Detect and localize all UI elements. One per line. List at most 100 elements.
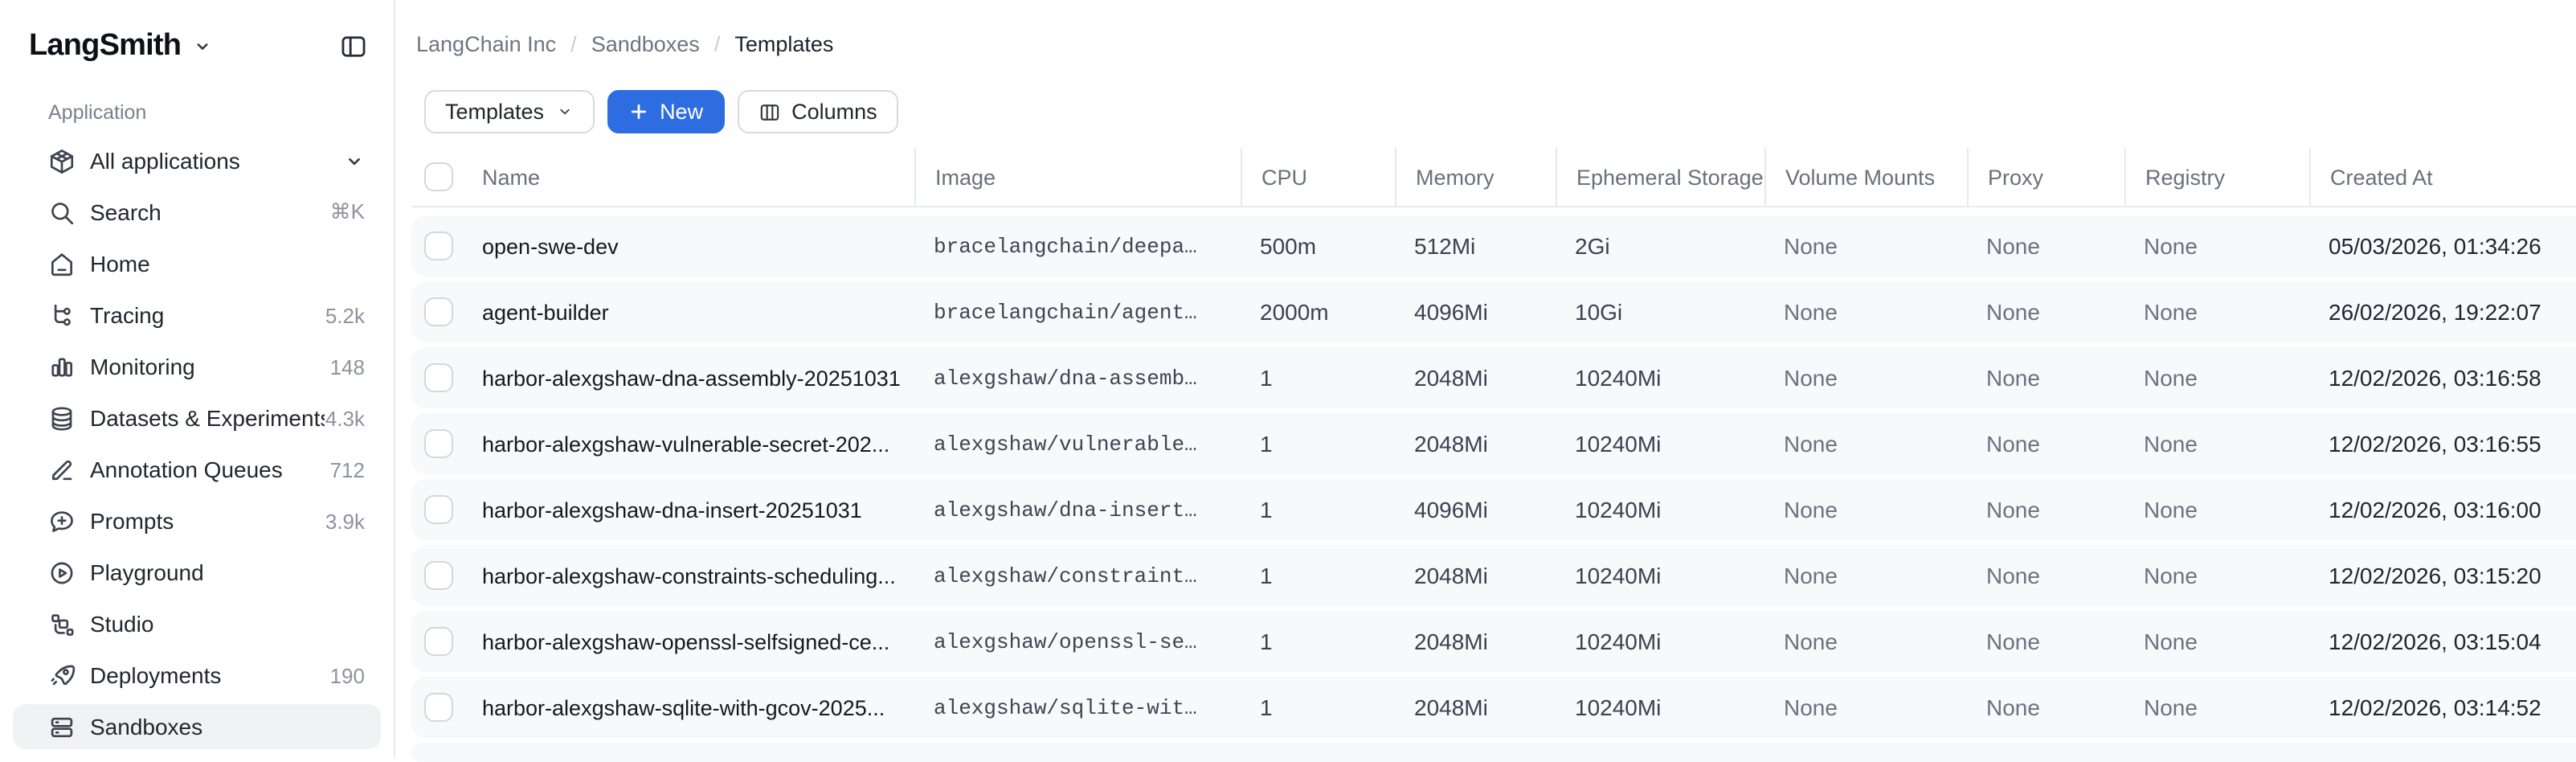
- row-checkbox[interactable]: [424, 429, 453, 458]
- sidebar-item-deployments[interactable]: Deployments 190: [13, 653, 381, 698]
- stack-icon: [48, 713, 76, 740]
- sidebar-item-label: Playground: [90, 559, 204, 585]
- sidebar-item-search[interactable]: Search ⌘K: [13, 190, 381, 235]
- cell-name: harbor-alexgshaw-constraints-scheduling.…: [482, 563, 896, 588]
- cell-image: alexgshaw/sqlite-wit…: [934, 695, 1197, 719]
- sidebar-item-label: All applications: [90, 148, 240, 174]
- sidebar-item-label: Deployments: [90, 662, 222, 688]
- sidebar-item-sandboxes[interactable]: Sandboxes: [13, 704, 381, 749]
- row-checkbox[interactable]: [424, 297, 453, 326]
- cell-memory: 2048Mi: [1414, 629, 1488, 654]
- sidebar-item-all-applications[interactable]: All applications: [13, 138, 381, 183]
- cell-created-at: 12/02/2026, 03:15:20: [2329, 563, 2541, 588]
- play-icon: [48, 559, 76, 586]
- tracing-icon: [48, 301, 76, 329]
- row-checkbox[interactable]: [424, 693, 453, 722]
- row-checkbox-cell: [411, 215, 482, 277]
- sidebar-item-studio[interactable]: Studio: [13, 601, 381, 646]
- row-checkbox-cell: [411, 545, 482, 606]
- sidebar-item-annotation-queues[interactable]: Annotation Queues 712: [13, 447, 381, 492]
- table-row[interactable]: harbor-alexgshaw-vulnerable-secret-202..…: [411, 413, 2576, 474]
- chevron-down-icon: [192, 37, 211, 56]
- cell-created-at: 12/02/2026, 03:15:04: [2329, 629, 2541, 654]
- cell-ephemeral-storage: 10240Mi: [1575, 629, 1662, 654]
- sidebar: LangSmith Application All applications S…: [0, 0, 395, 757]
- row-checkbox[interactable]: [424, 561, 453, 590]
- cell-ephemeral-storage: 10240Mi: [1575, 497, 1662, 522]
- breadcrumb-org[interactable]: LangChain Inc: [416, 31, 557, 55]
- cell-cpu: 2000m: [1260, 299, 1329, 325]
- rocket-icon: [48, 662, 76, 689]
- item-count-badge: 712: [329, 457, 365, 481]
- row-checkbox-cell: [411, 281, 482, 342]
- sidebar-item-monitoring[interactable]: Monitoring 148: [13, 344, 381, 389]
- chevron-down-icon: [555, 103, 573, 121]
- main-content: LangChain Inc / Sandboxes / Templates Te…: [397, 0, 2576, 762]
- columns-button[interactable]: Columns: [737, 90, 898, 133]
- sidebar-item-home[interactable]: Home: [13, 241, 381, 286]
- cell-cpu: 1: [1260, 365, 1273, 391]
- cell-cpu: 1: [1260, 497, 1273, 522]
- breadcrumb: LangChain Inc / Sandboxes / Templates: [416, 31, 2576, 56]
- table-row[interactable]: harbor-alexgshaw-sqlite-with-gcov-2025..…: [411, 677, 2576, 738]
- breadcrumb-sandboxes[interactable]: Sandboxes: [591, 31, 700, 55]
- table-row[interactable]: harbor-alexgshaw-openssl-selfsigned-ce..…: [411, 611, 2576, 672]
- column-header-ephemeral-storage: Ephemeral Storage: [1556, 148, 1764, 206]
- sidebar-item-datasets-experiments[interactable]: Datasets & Experiments 4.3k: [13, 395, 381, 440]
- cell-ephemeral-storage: 10Gi: [1575, 299, 1623, 325]
- cell-ephemeral-storage: 10240Mi: [1575, 563, 1662, 588]
- cell-memory: 2048Mi: [1414, 694, 1488, 720]
- sidebar-item-playground[interactable]: Playground: [13, 550, 381, 595]
- cell-proxy: None: [1986, 365, 2040, 391]
- cell-image: alexgshaw/vulnerable…: [934, 432, 1197, 456]
- table-row[interactable]: harbor-alexgshaw-constraints-scheduling.…: [411, 545, 2576, 606]
- column-header-memory: Memory: [1395, 148, 1556, 206]
- cell-registry: None: [2144, 629, 2198, 654]
- cell-name: open-swe-dev: [482, 234, 619, 258]
- cell-proxy: None: [1986, 563, 2040, 588]
- studio-icon: [48, 610, 76, 637]
- cell-memory: 2048Mi: [1414, 563, 1488, 588]
- sidebar-item-label: Datasets & Experiments: [90, 405, 325, 431]
- new-button[interactable]: New: [607, 90, 725, 133]
- sidebar-item-tracing[interactable]: Tracing 5.2k: [13, 293, 381, 338]
- column-header-cpu: CPU: [1241, 148, 1395, 206]
- sidebar-toggle-button[interactable]: [336, 29, 371, 64]
- select-all-checkbox[interactable]: [424, 162, 453, 191]
- cell-proxy: None: [1986, 299, 2040, 325]
- column-header-volume-mounts: Volume Mounts: [1764, 148, 1967, 206]
- row-checkbox[interactable]: [424, 627, 453, 656]
- sidebar-item-prompts[interactable]: Prompts 3.9k: [13, 498, 381, 543]
- item-count-badge: 5.2k: [325, 303, 365, 327]
- cell-name: harbor-alexgshaw-sqlite-with-gcov-2025..…: [482, 695, 885, 719]
- view-dropdown-label: Templates: [445, 100, 545, 124]
- cell-volume-mounts: None: [1784, 497, 1838, 522]
- cell-name: harbor-alexgshaw-openssl-selfsigned-ce..…: [482, 629, 890, 653]
- column-header-image: Image: [914, 148, 1241, 206]
- home-icon: [48, 250, 76, 277]
- columns-icon: [758, 100, 780, 123]
- row-checkbox[interactable]: [424, 363, 453, 392]
- box-icon: [48, 147, 76, 174]
- column-header-proxy: Proxy: [1967, 148, 2124, 206]
- cell-proxy: None: [1986, 694, 2040, 720]
- breadcrumb-current: Templates: [734, 31, 834, 55]
- header-checkbox-cell: [411, 148, 482, 206]
- row-checkbox[interactable]: [424, 495, 453, 524]
- app-logo: LangSmith: [29, 29, 182, 63]
- workspace-switcher[interactable]: LangSmith: [29, 29, 211, 64]
- cell-ephemeral-storage: 10240Mi: [1575, 365, 1662, 391]
- view-dropdown-button[interactable]: Templates: [424, 90, 595, 133]
- row-checkbox[interactable]: [424, 231, 453, 260]
- cell-volume-mounts: None: [1784, 629, 1838, 654]
- sidebar-item-label: Studio: [90, 611, 154, 637]
- cell-proxy: None: [1986, 497, 2040, 522]
- search-icon: [48, 199, 76, 226]
- chevron-down-icon: [344, 150, 365, 171]
